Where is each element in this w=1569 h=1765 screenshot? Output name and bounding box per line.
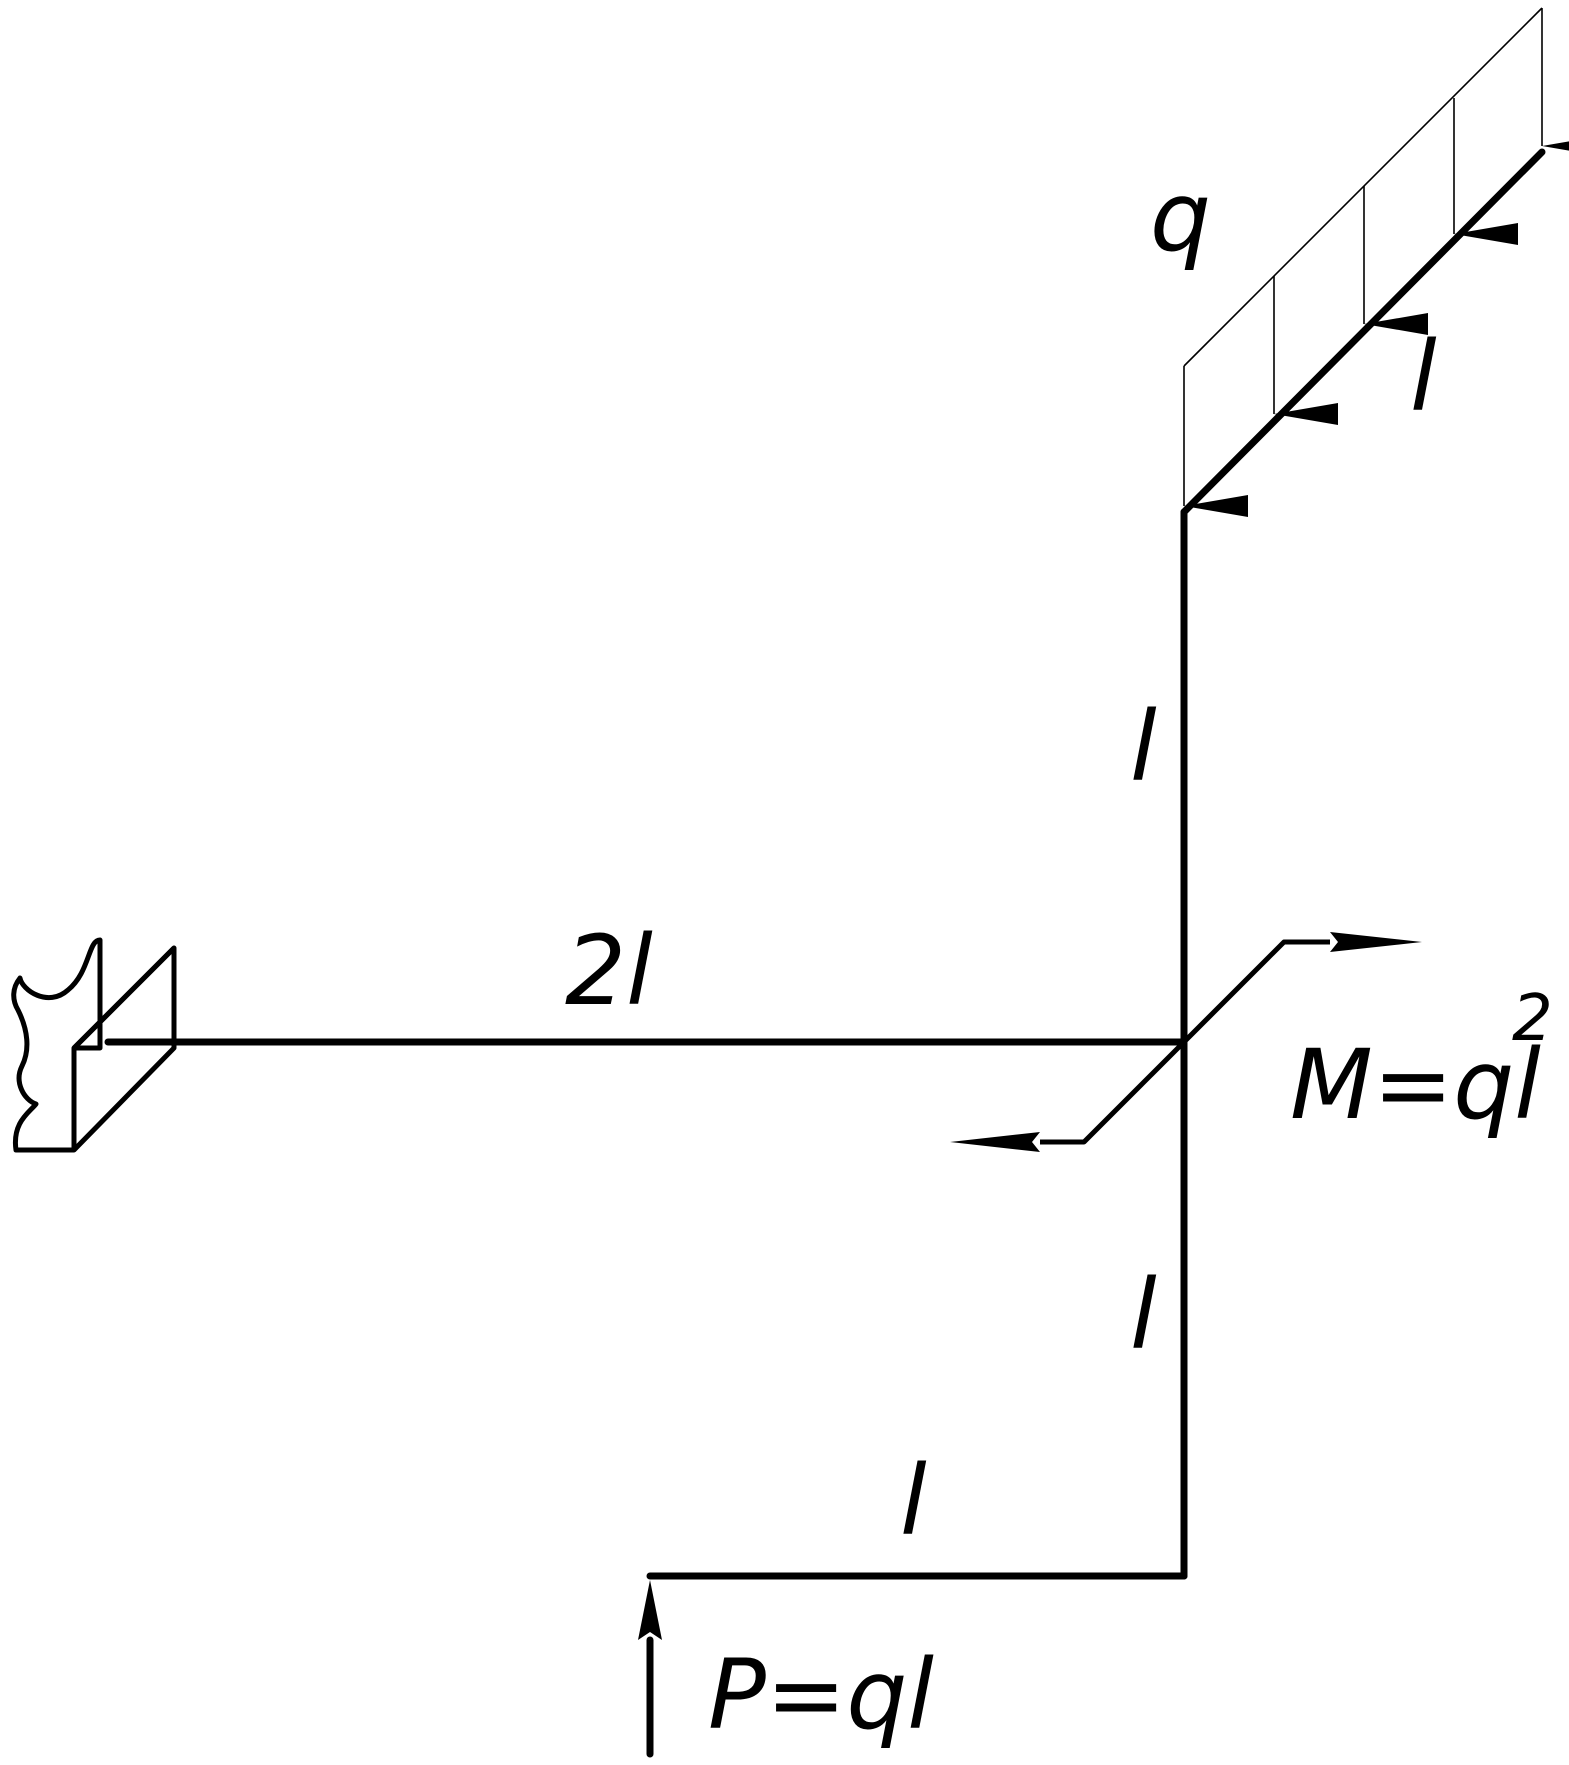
label-moment-exp: 2 [1512,982,1553,1056]
moment-arrow-right [1330,932,1422,952]
fixed-support [11,937,177,1153]
label-len-lower: l [1130,1259,1157,1371]
force-arrow-head [638,1580,662,1640]
frame-members [104,148,1546,1580]
label-len-bottom: l [900,1445,927,1557]
distributed-load [1183,7,1569,517]
label-len-upper: l [1130,691,1157,803]
label-len-dist: l [1410,321,1437,433]
moment-couple [950,932,1422,1152]
label-force: P=ql [708,1639,934,1751]
moment-arrow-left [950,1132,1040,1152]
diagonal-member [1180,148,1546,516]
label-len-2l: 2l [565,915,653,1027]
label-moment: M=ql [1290,1029,1541,1141]
label-q: q [1150,161,1211,273]
force-p [638,1580,662,1758]
